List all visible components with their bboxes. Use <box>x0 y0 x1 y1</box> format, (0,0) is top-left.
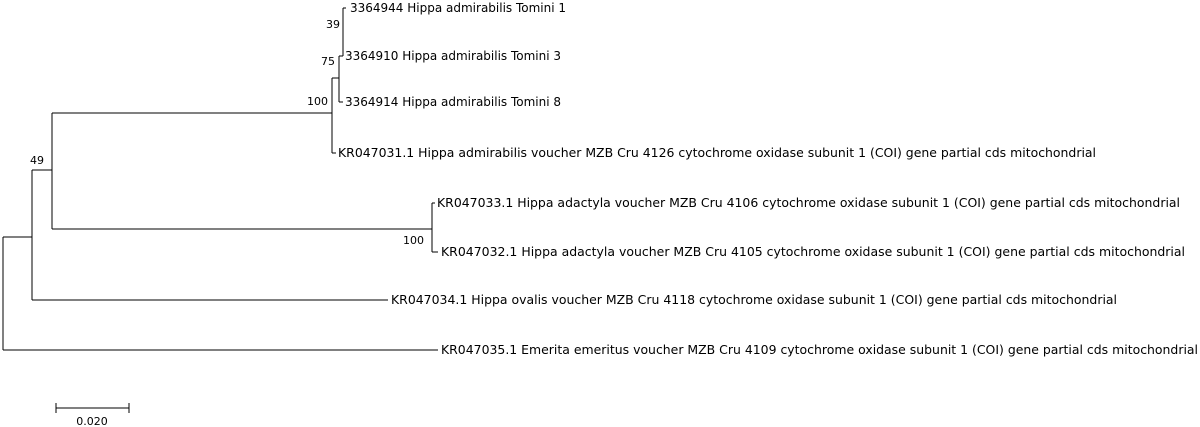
leaf-label-kr047035: KR047035.1 Emerita emeritus voucher MZB … <box>441 343 1198 357</box>
support-value-tomini-1-3: 39 <box>326 18 340 31</box>
leaf-label-tomini-1: 3364944 Hippa admirabilis Tomini 1 <box>350 1 566 15</box>
leaf-label-kr047034: KR047034.1 Hippa ovalis voucher MZB Cru … <box>391 293 1117 307</box>
leaf-label-tomini-8: 3364914 Hippa admirabilis Tomini 8 <box>345 95 561 109</box>
support-value-tomini-clade: 75 <box>321 55 335 68</box>
leaf-label-kr047031: KR047031.1 Hippa admirabilis voucher MZB… <box>338 146 1096 160</box>
scale-bar: 0.020 <box>55 403 130 427</box>
leaf-label-kr047032: KR047032.1 Hippa adactyla voucher MZB Cr… <box>441 245 1185 259</box>
support-value-adactyla-clade: 100 <box>403 234 424 247</box>
support-value-hippa-core: 49 <box>30 154 44 167</box>
leaf-label-tomini-3: 3364910 Hippa admirabilis Tomini 3 <box>345 49 561 63</box>
support-value-admirabilis-clade: 100 <box>307 95 328 108</box>
scale-bar-label: 0.020 <box>76 415 108 427</box>
leaf-label-kr047033: KR047033.1 Hippa adactyla voucher MZB Cr… <box>437 196 1180 210</box>
